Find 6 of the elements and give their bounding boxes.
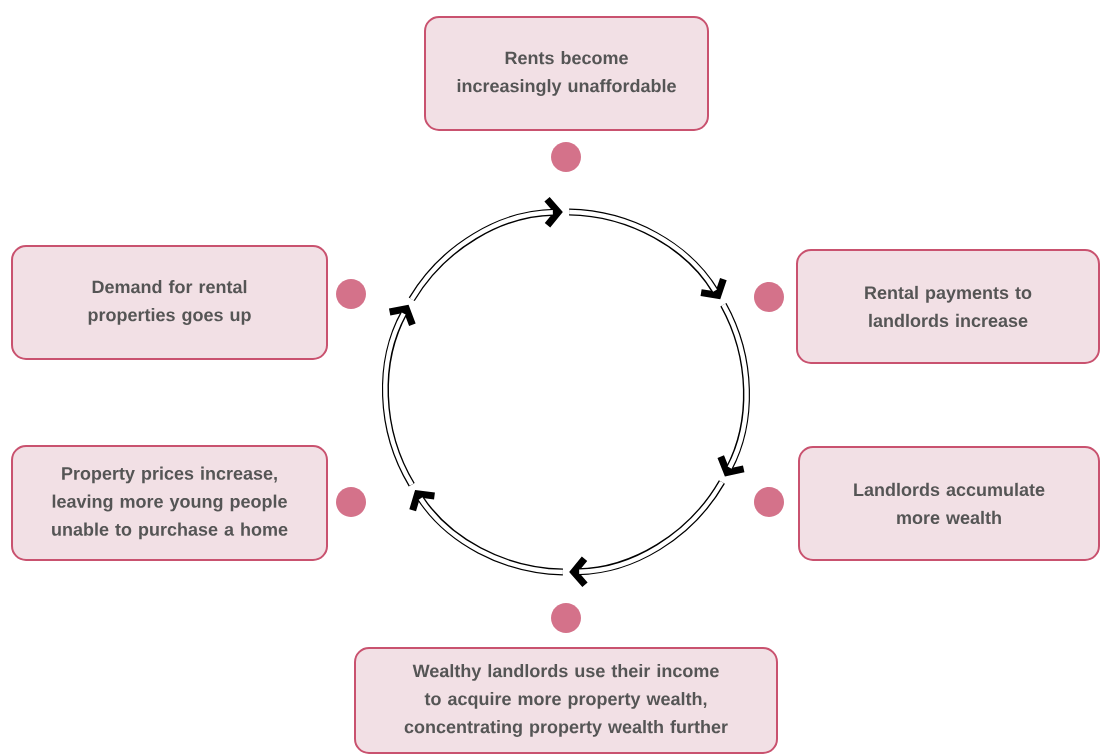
statement-box: Rents become increasingly unaffordable: [424, 16, 709, 131]
statement-box: Property prices increase, leaving more young people unable to purchase a home: [11, 445, 328, 561]
statement-box: Landlords accumulate more wealth: [798, 446, 1100, 561]
statement-box: Rental payments to landlords increase: [796, 249, 1100, 364]
statement-box: Wealthy landlords use their income to acquire more property wealth, concentrating property wealth further: [354, 647, 778, 754]
statement-box: Demand for rental properties goes up: [11, 245, 328, 360]
